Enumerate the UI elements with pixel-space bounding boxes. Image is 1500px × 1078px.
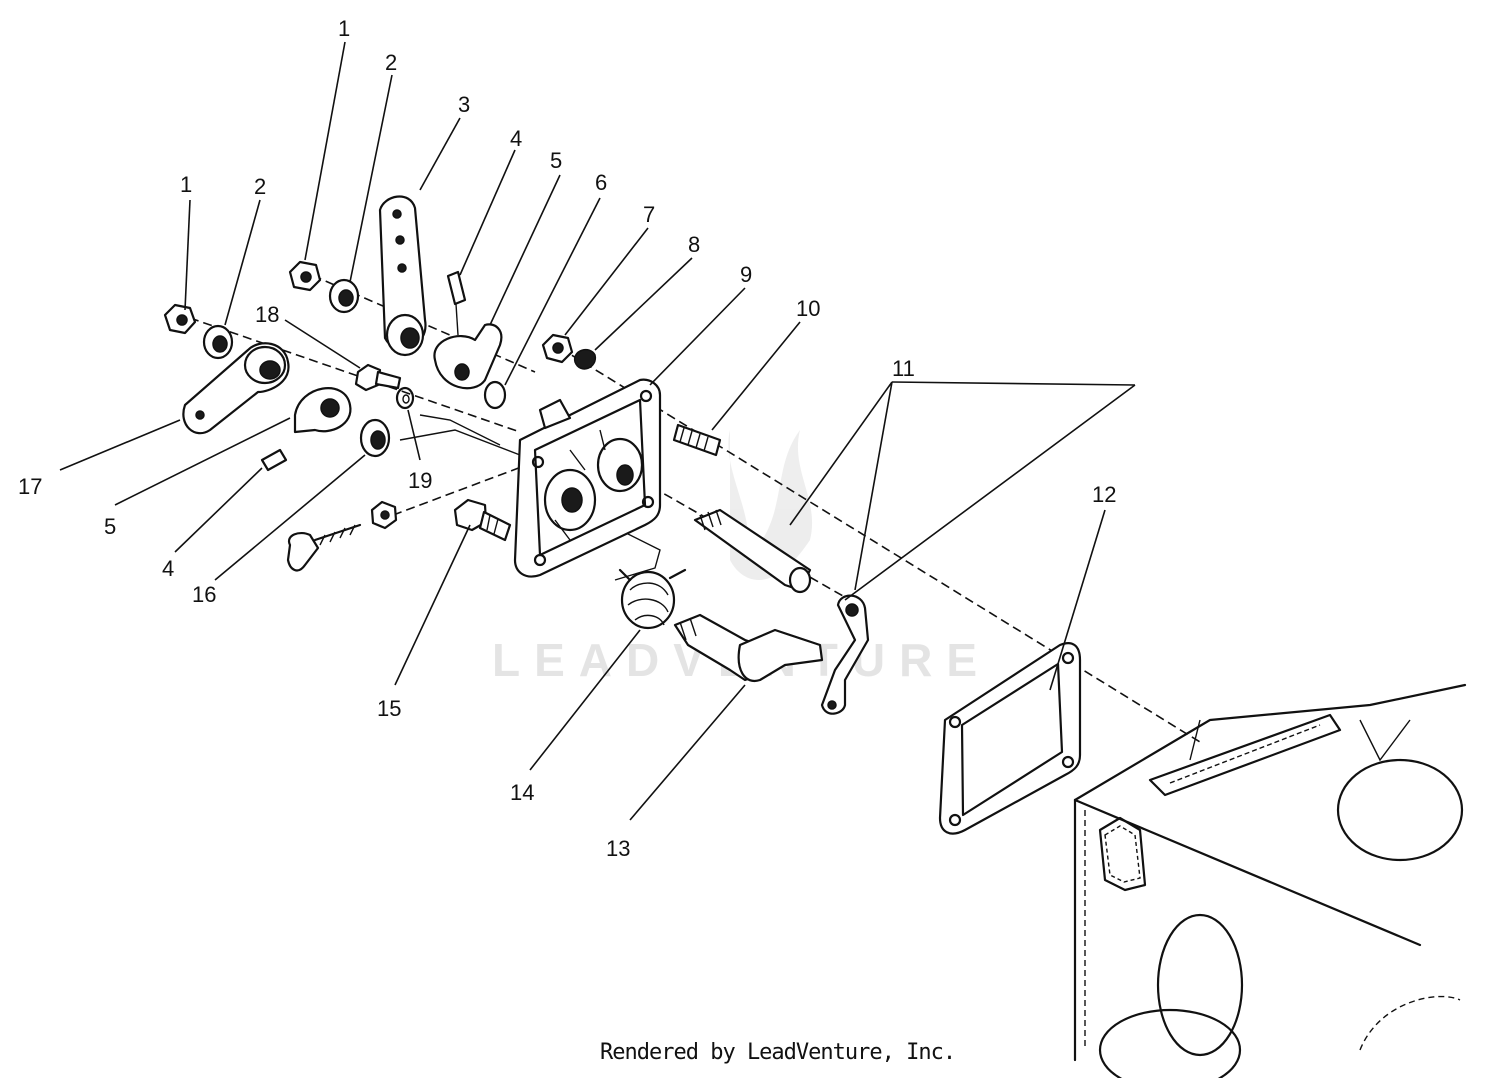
part-10-stud: [672, 423, 722, 457]
callout-2-upper: 2: [385, 50, 397, 75]
part-4-pin-upper: [446, 270, 467, 336]
adjusting-screw: [286, 500, 398, 572]
part-17-lever-arm: [182, 342, 290, 435]
callout-17: 17: [18, 474, 42, 499]
callout-12: 12: [1092, 482, 1116, 507]
part-11-shaft: [693, 508, 812, 594]
callout-4-upper: 4: [510, 126, 522, 151]
callout-16: 16: [192, 582, 216, 607]
callout-15: 15: [377, 696, 401, 721]
part-2-washer-upper: [328, 278, 360, 314]
part-8-lock-washer: [574, 348, 596, 370]
callout-13: 13: [606, 836, 630, 861]
part-12-gasket: [938, 642, 1082, 835]
callout-9: 9: [740, 262, 752, 287]
engine-block: [1073, 683, 1467, 1078]
callout-5-upper: 5: [550, 148, 562, 173]
part-11-link-lever: [820, 594, 870, 715]
callout-8: 8: [688, 232, 700, 257]
part-2-washer-left: [202, 324, 234, 360]
part-5-cam-lower: [293, 387, 352, 434]
callout-4-lower: 4: [162, 556, 174, 581]
part-1-nut-upper: [288, 260, 322, 292]
part-7-nut: [541, 333, 574, 364]
callout-14: 14: [510, 780, 534, 805]
callout-labels: 1 2 1 2 3 4 5 6 7 8 9 10 11 12 13 14 15 …: [18, 16, 1116, 861]
part-15-screw: [453, 498, 512, 542]
part-6-o-ring: [483, 380, 507, 410]
callout-3: 3: [458, 92, 470, 117]
callout-19: 19: [408, 468, 432, 493]
part-16-bushing: [359, 418, 391, 458]
part-1-nut-left: [163, 303, 197, 335]
part-9-housing-plate: [513, 378, 662, 578]
part-13-governor-shaft: [673, 613, 824, 683]
callout-1-upper: 1: [338, 16, 350, 41]
part-3-upper-lever-arm: [378, 195, 427, 357]
callout-5-lower: 5: [104, 514, 116, 539]
watermark-flame-icon: [728, 430, 813, 580]
part-18-bolt: [354, 363, 402, 392]
render-credit: Rendered by LeadVenture, Inc.: [600, 1040, 956, 1065]
callout-7: 7: [643, 202, 655, 227]
callout-10: 10: [796, 296, 820, 321]
callout-1-left: 1: [180, 172, 192, 197]
callout-11: 11: [892, 356, 915, 381]
callout-18: 18: [255, 302, 279, 327]
leader-lines: [59, 41, 1136, 821]
callout-2-left: 2: [254, 174, 266, 199]
callout-6: 6: [595, 170, 607, 195]
part-19-small-washer: [395, 386, 415, 410]
part-14-spring: [618, 568, 687, 630]
part-4-pin-lower: [260, 448, 288, 472]
part-5-cam-upper: [433, 323, 503, 390]
